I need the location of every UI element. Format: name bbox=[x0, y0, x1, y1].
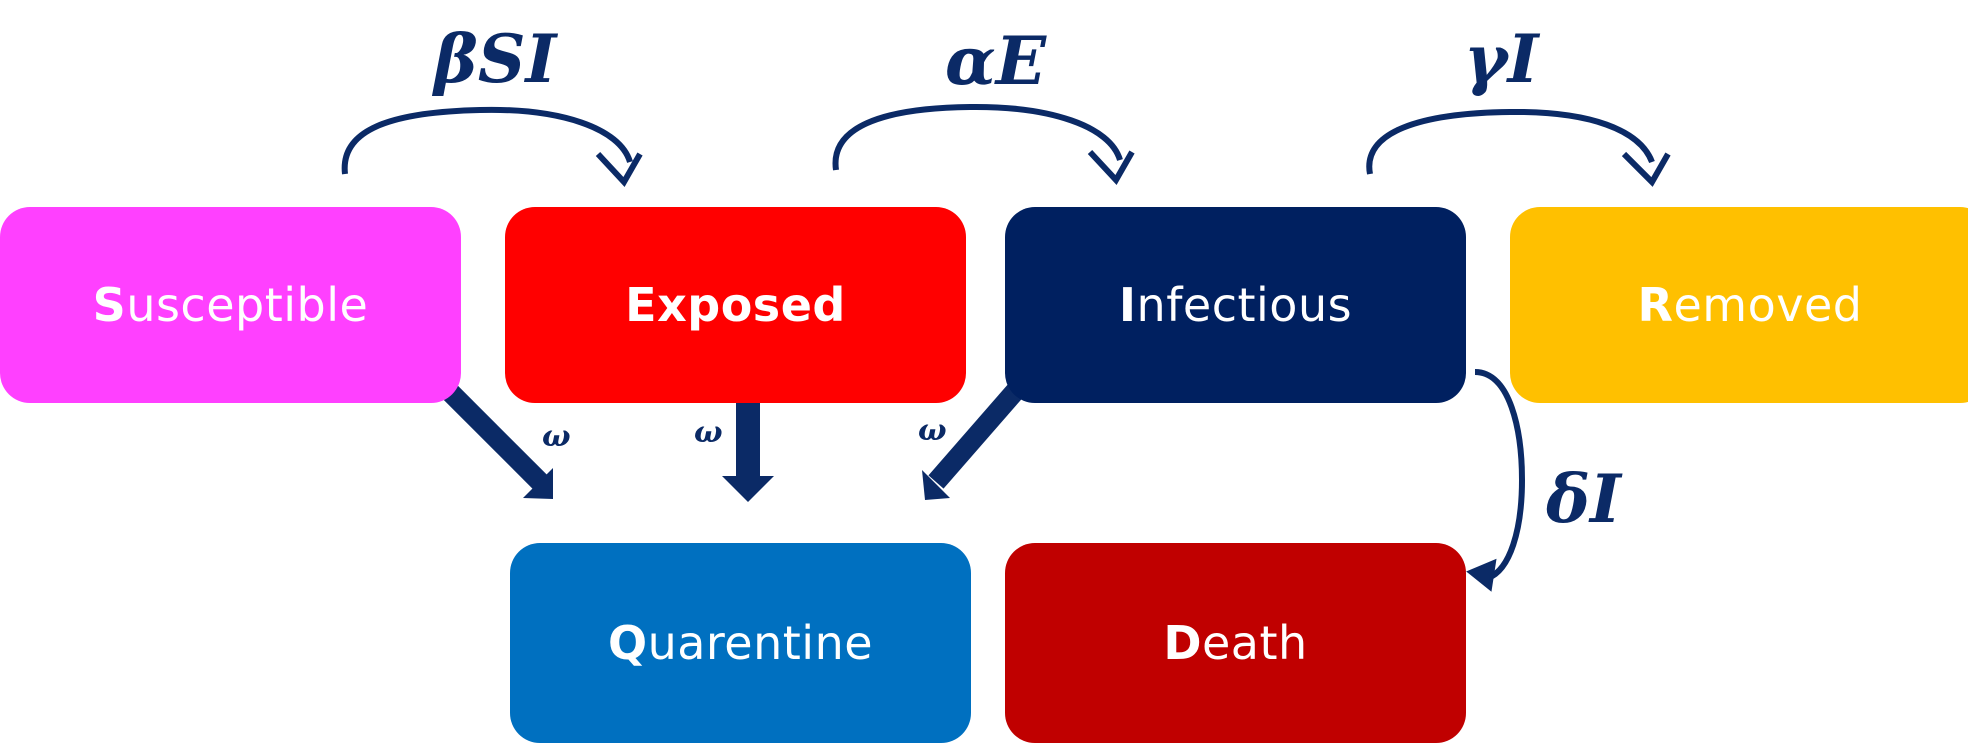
quarentine-label: Quarentine bbox=[607, 616, 874, 670]
compartment-removed: Removed bbox=[1510, 207, 1968, 403]
removed-label: Removed bbox=[1637, 278, 1863, 332]
compartment-susceptible: Susceptible bbox=[0, 207, 461, 403]
rate-i-to-q: ω bbox=[918, 413, 947, 448]
arrow-e-to-i bbox=[832, 103, 1135, 186]
susceptible-label: Susceptible bbox=[92, 278, 369, 332]
compartment-quarentine: Quarentine bbox=[510, 543, 971, 743]
exposed-label: Exposed bbox=[625, 278, 846, 332]
rate-i-to-death: δI bbox=[1546, 460, 1621, 538]
arrow-i-to-r bbox=[1366, 108, 1671, 187]
compartment-exposed: Exposed bbox=[505, 207, 966, 403]
rate-e-to-q: ω bbox=[694, 415, 723, 450]
rate-e-to-i: αE bbox=[945, 22, 1047, 100]
rate-s-to-q: ω bbox=[542, 419, 571, 454]
infectious-label: Infectious bbox=[1118, 278, 1353, 332]
arrow-i-to-q bbox=[922, 381, 1026, 500]
arrow-s-to-q bbox=[440, 382, 553, 499]
compartment-infectious: Infectious bbox=[1005, 207, 1466, 403]
rate-i-to-r: γI bbox=[1464, 20, 1539, 98]
arrow-i-to-death bbox=[1466, 369, 1526, 592]
rate-s-to-e: βSI bbox=[434, 20, 557, 98]
arrow-s-to-e bbox=[341, 106, 643, 188]
death-label: Death bbox=[1163, 616, 1308, 670]
compartment-death: Death bbox=[1005, 543, 1466, 743]
arrow-e-to-q bbox=[722, 398, 774, 502]
